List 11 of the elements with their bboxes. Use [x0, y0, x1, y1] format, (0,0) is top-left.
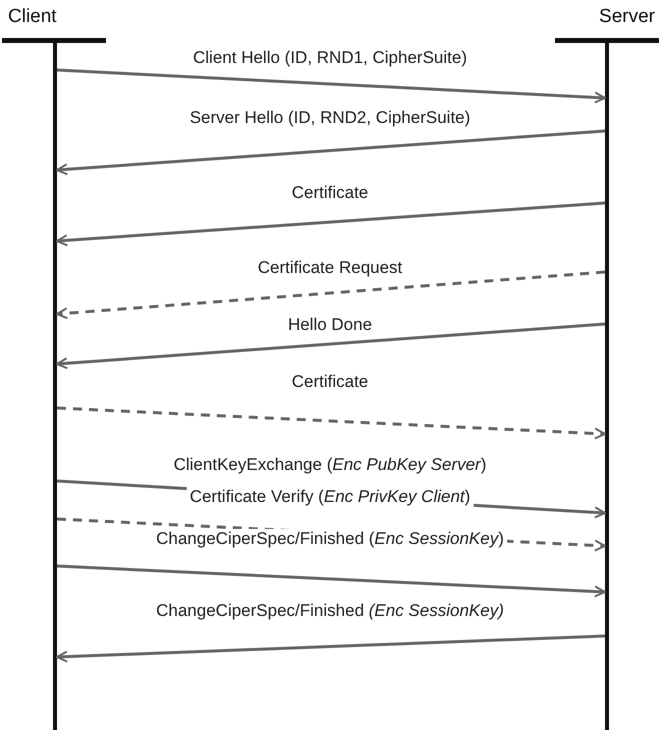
message-arrow	[56, 406, 606, 440]
participant-name: Client	[8, 6, 57, 28]
message-arrow	[56, 130, 606, 176]
message-arrow	[56, 68, 606, 104]
message-arrow	[56, 202, 606, 246]
message-arrow	[56, 564, 606, 598]
edge-label: Certificate Verify (Enc PrivKey Client)	[186, 487, 474, 507]
participant-name: Server	[599, 6, 655, 28]
message-arrow	[56, 270, 606, 320]
message-arrow	[56, 634, 606, 663]
message-arrow	[56, 322, 606, 370]
